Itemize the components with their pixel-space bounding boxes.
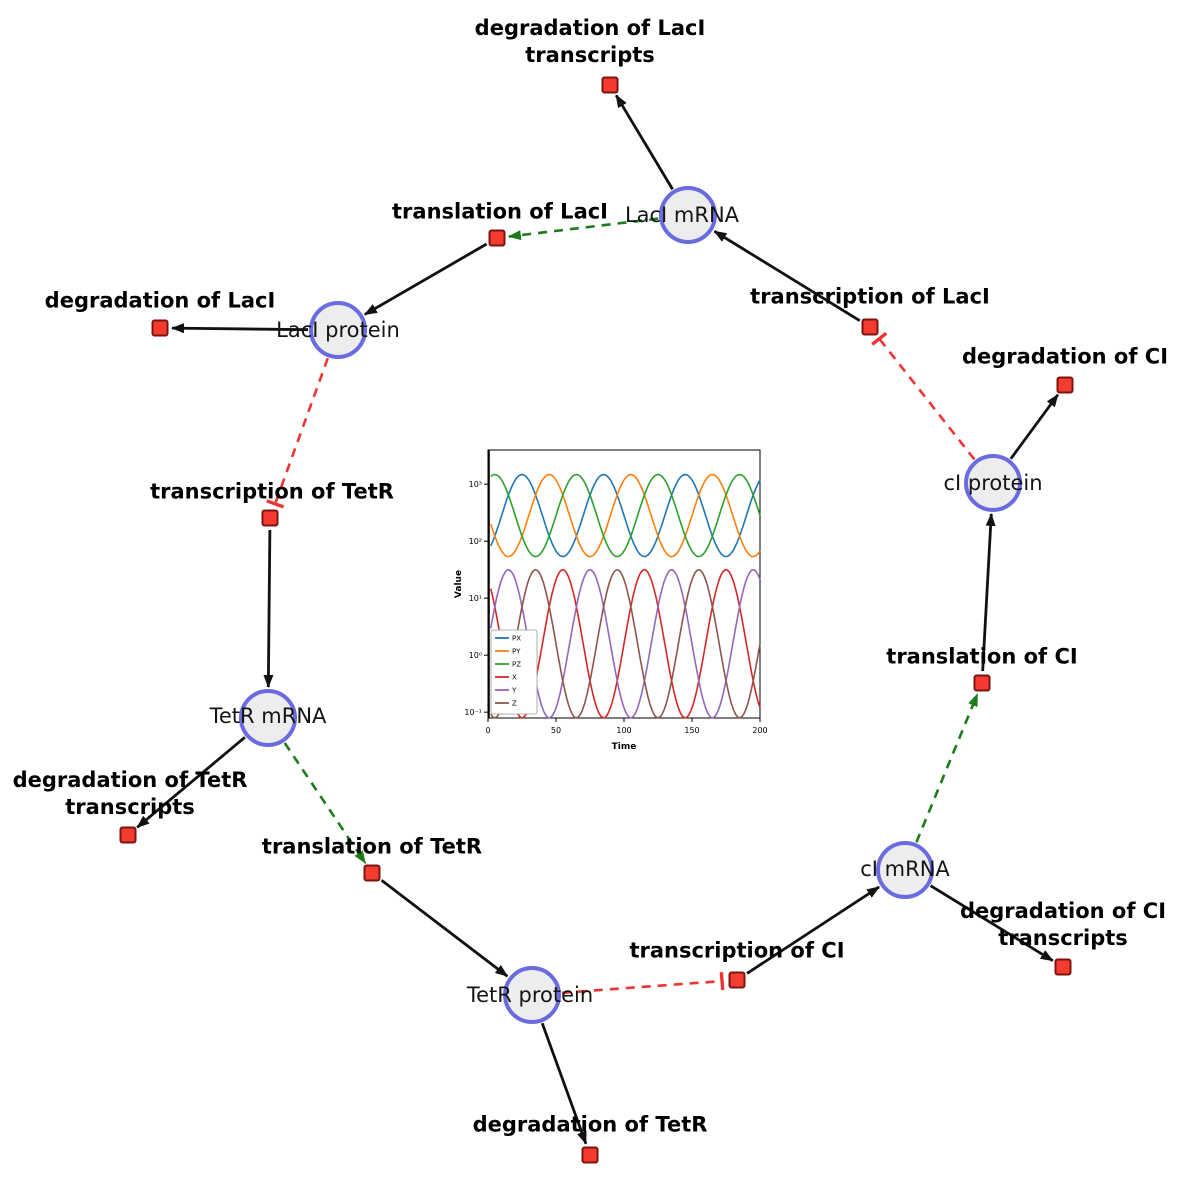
reaction-label-line: degradation of CI xyxy=(961,344,1169,369)
reaction-label-line: degradation of LacI xyxy=(474,16,706,41)
edge-ci_protein-deg_ci xyxy=(1009,393,1060,460)
reaction-label-line: transcription of CI xyxy=(629,938,845,963)
reaction-node-txn_tetr[interactable] xyxy=(261,509,279,527)
x-tick-label: 100 xyxy=(616,726,631,735)
y-tick-label: 10² xyxy=(469,537,482,546)
y-tick-label: 10³ xyxy=(469,480,482,489)
reaction-label-transl_ci: translation of CI xyxy=(886,644,1077,671)
edge-transl_tetr-tetr_protein xyxy=(380,879,509,978)
species-label-laci_protein: LacI protein xyxy=(276,318,400,342)
y-tick-label: 10⁰ xyxy=(469,651,482,660)
legend: PX PY PZ XYZ xyxy=(490,629,538,715)
y-tick-label: 10⁻¹ xyxy=(464,708,482,717)
species-node-ci_mrna[interactable] xyxy=(876,841,934,899)
x-axis-label: Time xyxy=(612,742,637,752)
reaction-label-line: degradation of CI xyxy=(959,899,1167,924)
species-node-laci_protein[interactable] xyxy=(309,301,367,359)
reaction-node-deg_tetr_tx[interactable] xyxy=(119,826,137,844)
reaction-node-deg_tetr[interactable] xyxy=(581,1146,599,1164)
reaction-label-deg_ci: degradation of CI xyxy=(962,344,1168,371)
legend-label-PX: PX xyxy=(512,635,521,643)
species-node-tetr_mrna[interactable] xyxy=(239,689,297,747)
reaction-label-line: degradation of TetR xyxy=(12,768,248,793)
legend-label-PZ: PZ xyxy=(512,661,521,669)
legend-label-PY: PY xyxy=(512,648,521,656)
reaction-label-line: translation of LacI xyxy=(392,199,608,224)
reaction-node-transl_tetr[interactable] xyxy=(363,864,381,882)
edge-laci_mrna-deg_laci_tx xyxy=(614,94,674,190)
reaction-label-deg_tetr: degradation of TetR xyxy=(473,1112,708,1139)
species-label-ci_protein: cI protein xyxy=(943,471,1043,495)
species-label-tetr_mrna: TetR mRNA xyxy=(209,704,327,728)
reaction-label-line: transcripts xyxy=(65,795,195,819)
x-tick-label: 200 xyxy=(752,726,767,735)
edge-tetr_protein-deg_tetr xyxy=(540,1022,588,1145)
edge-transl_ci-ci_protein xyxy=(981,512,996,672)
edge-txn_laci-laci_mrna xyxy=(713,230,861,322)
series-line-PZ xyxy=(490,473,761,558)
reaction-label-deg_laci: degradation of LacI xyxy=(45,288,276,315)
reaction-label-line: degradation of LacI xyxy=(44,288,276,313)
reaction-label-line: translation of CI xyxy=(886,644,1078,669)
reaction-label-transl_tetr: translation of TetR xyxy=(262,834,482,861)
edge-txn_ci-ci_mrna xyxy=(746,885,880,975)
reaction-label-txn_laci: transcription of LacI xyxy=(750,284,990,311)
y-axis-label: Value xyxy=(454,570,464,598)
reaction-node-deg_laci_tx[interactable] xyxy=(601,76,619,94)
edge-ci_mrna-transl_ci xyxy=(915,693,979,843)
edge-transl_laci-laci_protein xyxy=(363,242,488,316)
edge-laci_protein-txn_tetr xyxy=(266,357,330,509)
reaction-label-txn_tetr: transcription of TetR xyxy=(150,479,394,506)
species-label-ci_mrna: cI mRNA xyxy=(860,857,950,881)
reaction-node-deg_ci_tx[interactable] xyxy=(1054,958,1072,976)
edge-tetr_mrna-deg_tetr_tx xyxy=(136,736,246,829)
x-tick-label: 150 xyxy=(684,726,699,735)
edge-tetr_mrna-transl_tetr xyxy=(283,742,367,864)
reaction-label-line: translation of TetR xyxy=(261,834,483,859)
species-label-laci_mrna: LacI mRNA xyxy=(624,203,740,227)
reaction-node-txn_ci[interactable] xyxy=(728,971,746,989)
reaction-label-line: transcription of LacI xyxy=(750,284,990,309)
reaction-label-line: transcripts xyxy=(998,926,1128,950)
edge-txn_tetr-tetr_mrna xyxy=(263,529,274,689)
edge-tetr_protein-txn_ci xyxy=(561,971,725,995)
reaction-label-txn_ci: transcription of CI xyxy=(629,938,844,965)
reaction-node-transl_laci[interactable] xyxy=(488,229,506,247)
reaction-label-line: degradation of TetR xyxy=(472,1112,708,1137)
series-line-Z xyxy=(490,568,761,719)
x-tick-label: 0 xyxy=(485,726,490,735)
legend-label-Y: Y xyxy=(511,687,517,695)
reaction-label-transl_laci: translation of LacI xyxy=(392,199,608,226)
reaction-node-deg_laci[interactable] xyxy=(151,319,169,337)
reaction-node-deg_ci[interactable] xyxy=(1056,376,1074,394)
species-label-tetr_protein: TetR protein xyxy=(466,983,594,1007)
series-line-PY xyxy=(489,473,761,558)
reaction-label-line: transcripts xyxy=(525,43,655,67)
reaction-node-transl_ci[interactable] xyxy=(973,674,991,692)
legend-label-Z: Z xyxy=(512,700,517,708)
y-tick-label: 10¹ xyxy=(469,594,482,603)
reaction-node-txn_laci[interactable] xyxy=(861,318,879,336)
edge-laci_protein-deg_laci xyxy=(170,323,309,334)
edge-ci_mrna-deg_ci_tx xyxy=(929,884,1054,962)
x-tick-label: 50 xyxy=(551,726,561,735)
reaction-label-line: transcription of TetR xyxy=(150,479,394,504)
species-node-tetr_protein[interactable] xyxy=(503,966,561,1024)
species-node-laci_mrna[interactable] xyxy=(659,186,717,244)
legend-label-X: X xyxy=(512,674,517,682)
edge-ci_protein-txn_laci xyxy=(871,331,976,461)
species-node-ci_protein[interactable] xyxy=(964,454,1022,512)
